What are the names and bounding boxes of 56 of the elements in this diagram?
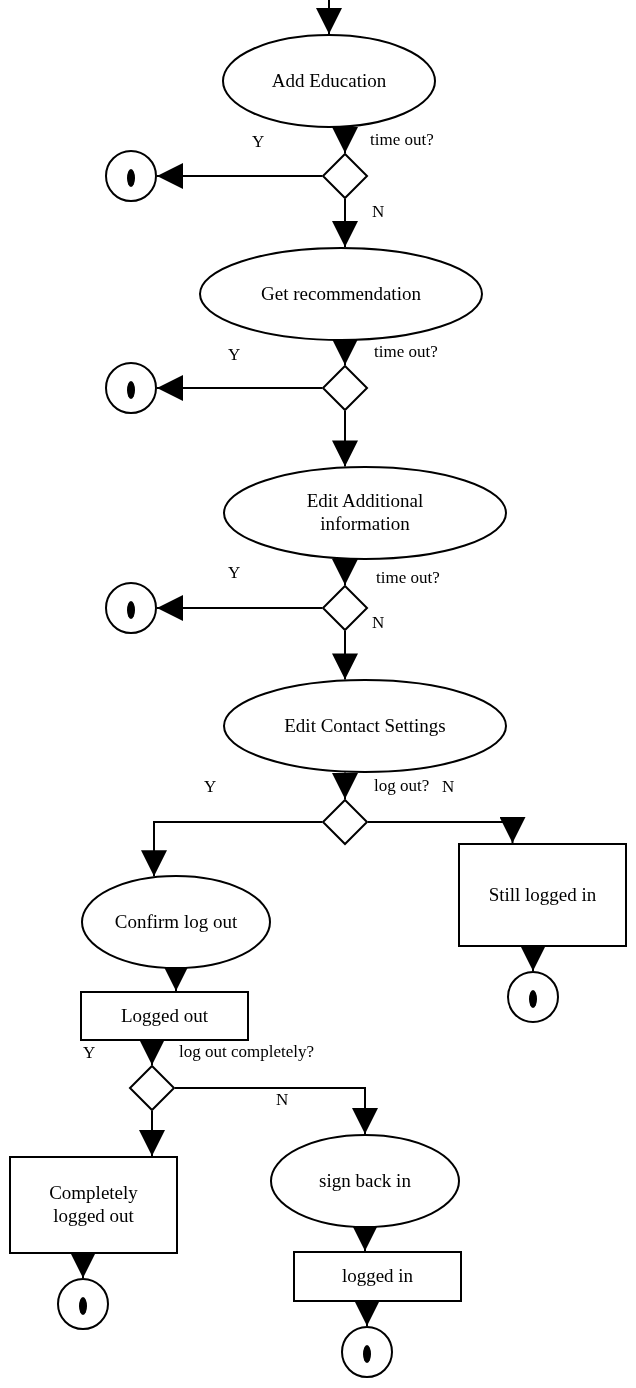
arrow <box>332 126 358 154</box>
arrow <box>316 0 342 35</box>
decision-question: log out completely? <box>178 1043 316 1062</box>
end-node <box>105 362 157 414</box>
decision-question: time out? <box>375 569 441 588</box>
end-node <box>341 1326 393 1378</box>
end-node <box>507 971 559 1023</box>
step-label: Get recommendation <box>261 282 421 306</box>
state-box <box>293 1251 462 1302</box>
decision-question: log out? <box>373 777 431 796</box>
state-box <box>80 991 249 1041</box>
step-label: Edit Additional information <box>305 490 425 536</box>
arrow <box>332 198 358 248</box>
activity-ellipse <box>199 247 483 341</box>
arrow <box>352 1225 378 1252</box>
step-label: logged in <box>341 1265 414 1288</box>
arrow <box>332 771 358 800</box>
state-box <box>458 843 627 947</box>
activity-ellipse <box>223 466 507 560</box>
arrow <box>332 558 358 586</box>
activity-ellipse <box>223 679 507 773</box>
step-label: Edit Contact Settings <box>284 714 446 738</box>
step-label: Confirm log out <box>114 910 238 934</box>
decision-diamond <box>322 365 368 411</box>
decision-diamond <box>322 799 368 845</box>
arrow <box>156 163 323 189</box>
end-node <box>105 150 157 202</box>
step-label: sign back in <box>319 1169 411 1193</box>
arrow <box>332 410 358 468</box>
step-label: Logged out <box>120 1004 209 1028</box>
arrow <box>332 339 358 366</box>
arrow <box>139 1039 165 1066</box>
step-label: Still logged in <box>488 883 597 907</box>
step-label: Add Education <box>271 69 387 93</box>
arrow <box>367 817 526 844</box>
decision-diamond <box>322 585 368 631</box>
arrow <box>141 821 323 878</box>
arrow <box>354 1300 380 1327</box>
arrow <box>174 1087 378 1135</box>
decision-diamond <box>129 1065 175 1111</box>
state-box <box>9 1156 178 1254</box>
arrow <box>70 1252 96 1279</box>
arrow <box>332 630 358 681</box>
step-label: Completely logged out <box>48 1182 139 1228</box>
end-node <box>105 582 157 634</box>
arrow <box>156 595 323 621</box>
activity-ellipse <box>270 1134 460 1228</box>
arrow <box>156 375 323 401</box>
decision-diamond <box>322 153 368 199</box>
arrow <box>139 1110 165 1157</box>
activity-ellipse <box>222 34 436 128</box>
decision-question: time out? <box>369 131 435 150</box>
arrow <box>520 945 546 972</box>
activity-ellipse <box>81 875 271 969</box>
decision-question: time out? <box>373 343 439 362</box>
end-node <box>57 1278 109 1330</box>
